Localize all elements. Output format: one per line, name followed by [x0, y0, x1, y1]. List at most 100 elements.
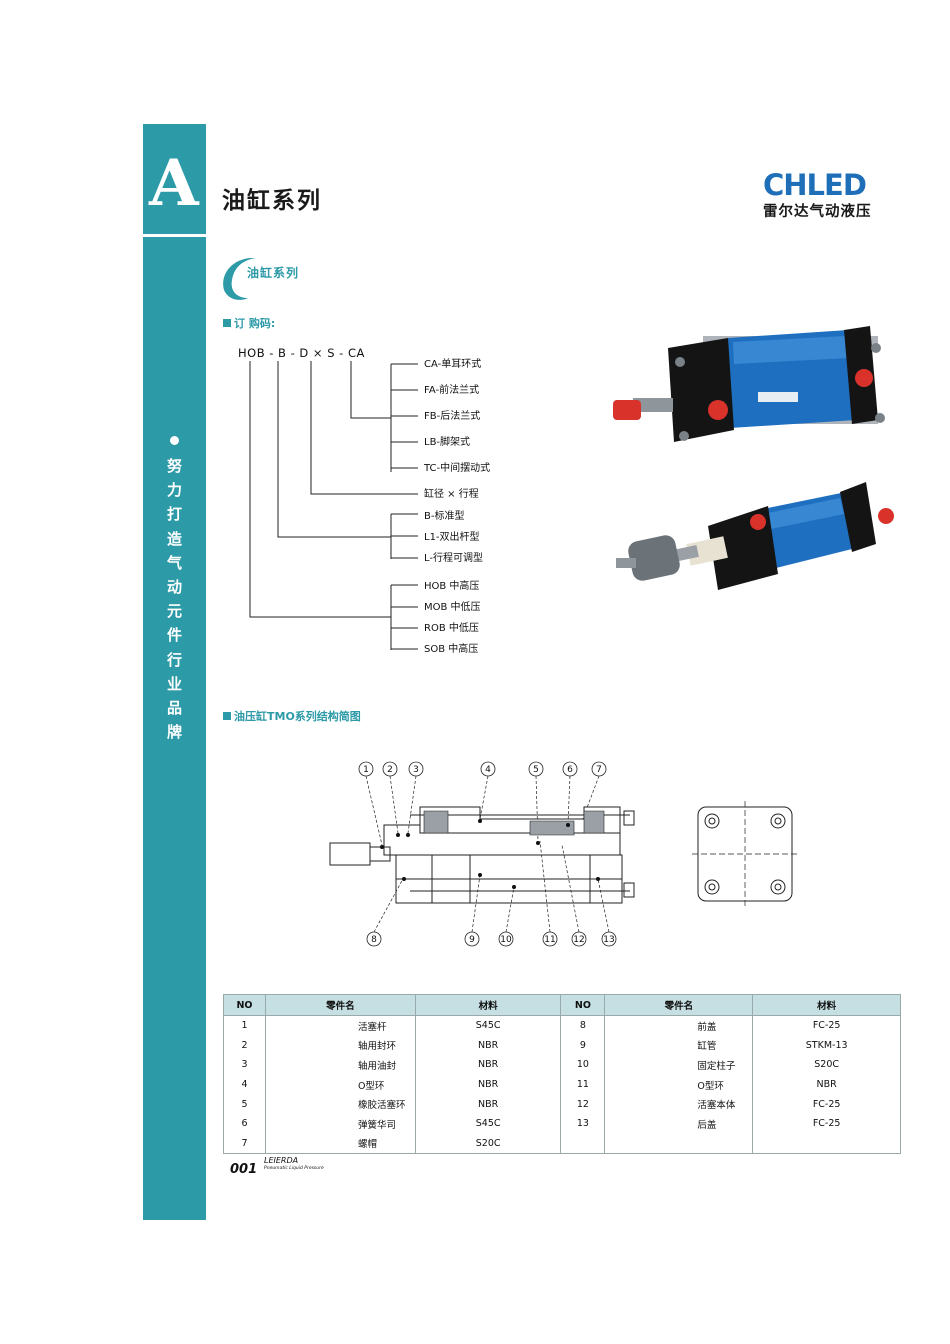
- table-cell: FC-25: [752, 1113, 901, 1134]
- c-swoosh-icon: [223, 258, 256, 300]
- table-cell: 固定柱子: [604, 1055, 754, 1075]
- page-number: 001: [230, 1162, 258, 1177]
- table-cell: NBR: [414, 1035, 562, 1056]
- callout-label: 9: [469, 935, 475, 945]
- mount-option: FB-后法兰式: [424, 411, 481, 422]
- mount-option: TC-中间摆动式: [424, 463, 491, 474]
- callout-label: 7: [596, 765, 602, 775]
- bullet-icon: [170, 436, 179, 445]
- table-cell: S20C: [414, 1133, 562, 1155]
- callout-label: 1: [363, 765, 369, 775]
- table-cell: 13: [560, 1113, 606, 1134]
- brand-logo-text: CHLED: [763, 168, 867, 202]
- slogan-char: 元: [166, 602, 182, 621]
- table-cell: 6: [223, 1113, 266, 1134]
- slogan-char: 行: [166, 650, 182, 669]
- series-option: HOB 中高压: [424, 581, 480, 592]
- table-cell: 9: [560, 1035, 606, 1056]
- series-badge: 油缸系列: [220, 254, 320, 302]
- table-cell: NBR: [414, 1094, 562, 1114]
- callout-label: 6: [567, 765, 573, 775]
- end-view: [692, 801, 798, 907]
- table-cell: 轴用封环: [264, 1035, 416, 1056]
- col-header: NO: [560, 994, 606, 1016]
- table-cell: S20C: [752, 1055, 901, 1075]
- table-cell: [604, 1133, 754, 1155]
- order-code: HOB - B - D × S - CA: [238, 346, 365, 360]
- callout-label: 10: [500, 935, 512, 945]
- size-option: 缸径 × 行程: [424, 489, 479, 500]
- footer-brand: LEIERDA: [264, 1156, 299, 1165]
- section-letter-box: A: [143, 124, 206, 234]
- table-cell: NBR: [414, 1074, 562, 1095]
- col-header: 材料: [752, 994, 901, 1016]
- slogan-char: 牌: [166, 723, 182, 742]
- section-letter: A: [149, 146, 199, 221]
- table-cell: 橡胶活塞环: [264, 1094, 416, 1114]
- table-cell: S45C: [414, 1015, 562, 1036]
- table-cell: 弹簧华司: [264, 1113, 416, 1134]
- slogan-char: 打: [166, 505, 182, 524]
- table-cell: O型环: [264, 1074, 416, 1095]
- slogan-char: 努: [166, 457, 182, 475]
- order-code-tree: [249, 361, 418, 650]
- table-cell: [560, 1133, 606, 1155]
- callout-label: 13: [603, 935, 614, 945]
- table-cell: 后盖: [604, 1113, 754, 1134]
- rod-option: L-行程可调型: [424, 553, 484, 564]
- table-cell: NBR: [414, 1055, 562, 1075]
- table-cell: FC-25: [752, 1015, 901, 1036]
- structure-heading: 油压缸TMO系列结构简图: [223, 708, 361, 724]
- rod-option: L1-双出杆型: [424, 532, 480, 543]
- series-option: SOB 中高压: [424, 644, 479, 655]
- footer-logo: 001 LEIERDA Pneumatic Liquid Pressure: [230, 1156, 324, 1177]
- cylinder-structure-diagram: 1 2 3 4 5 6 7 8 9 10 11 12 13: [329, 761, 798, 947]
- series-subtitle: 油缸系列: [247, 266, 300, 280]
- table-cell: FC-25: [752, 1094, 901, 1114]
- slogan-char: 动: [166, 578, 182, 597]
- table-cell: 12: [560, 1094, 606, 1114]
- cylinder-photo-1: [613, 326, 885, 442]
- table-cell: 11: [560, 1074, 606, 1095]
- table-cell: 5: [223, 1094, 266, 1114]
- table-cell: S45C: [414, 1113, 562, 1134]
- table-cell: 活塞本体: [604, 1094, 754, 1114]
- sidebar-divider: [143, 234, 206, 237]
- table-cell: 2: [223, 1035, 266, 1056]
- slogan-char: 品: [166, 699, 182, 718]
- callout-label: 2: [387, 765, 393, 775]
- page-title: 油缸系列: [222, 188, 322, 214]
- callout-label: 4: [485, 765, 491, 775]
- table-cell: 缸管: [604, 1035, 754, 1056]
- cylinder-photo-2: [616, 482, 894, 590]
- slogan-char: 业: [166, 674, 182, 693]
- table-cell: 8: [560, 1015, 606, 1036]
- slogan-char: 件: [166, 626, 182, 645]
- table-cell: NBR: [752, 1074, 901, 1095]
- table-cell: O型环: [604, 1074, 754, 1095]
- callout-label: 5: [533, 765, 539, 775]
- table-cell: 4: [223, 1074, 266, 1095]
- series-option: ROB 中低压: [424, 623, 479, 634]
- table-cell: 活塞杆: [264, 1015, 416, 1036]
- table-cell: 10: [560, 1055, 606, 1075]
- callout-label: 12: [573, 935, 584, 945]
- rod-option: B-标准型: [424, 511, 465, 522]
- mount-option: LB-脚架式: [424, 437, 471, 448]
- callout-label: 8: [371, 935, 377, 945]
- mount-option: FA-前法兰式: [424, 385, 480, 396]
- table-cell: [752, 1133, 901, 1155]
- col-header: NO: [223, 994, 266, 1016]
- table-cell: 轴用油封: [264, 1055, 416, 1075]
- slogan-char: 力: [166, 481, 182, 500]
- col-header: 材料: [414, 994, 562, 1016]
- series-option: MOB 中低压: [424, 602, 481, 613]
- table-cell: 7: [223, 1133, 266, 1155]
